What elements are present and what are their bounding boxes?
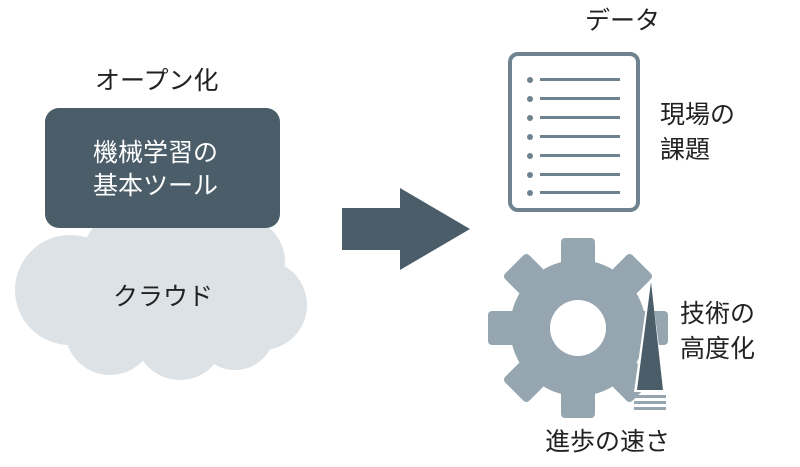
data-heading: データ bbox=[585, 6, 661, 35]
progress-speed-label: 進歩の速さ bbox=[545, 427, 671, 456]
gear-label-line2: 高度化 bbox=[680, 334, 756, 363]
document-icon bbox=[508, 52, 640, 212]
cloud-label: クラウド bbox=[113, 282, 214, 311]
doc-label-line1: 現場の bbox=[660, 100, 736, 129]
doc-label-line2: 課題 bbox=[660, 135, 711, 164]
open-heading: オープン化 bbox=[95, 66, 219, 95]
progress-spike-icon bbox=[634, 278, 666, 410]
ml-tools-box bbox=[45, 108, 280, 228]
arrow-right-icon bbox=[342, 188, 470, 270]
box-label-line1: 機械学習の bbox=[93, 138, 219, 167]
gear-icon bbox=[488, 238, 668, 418]
box-label-line2: 基本ツール bbox=[93, 171, 219, 200]
cloud-shape bbox=[15, 208, 307, 380]
gear-label-line1: 技術の bbox=[680, 299, 756, 328]
